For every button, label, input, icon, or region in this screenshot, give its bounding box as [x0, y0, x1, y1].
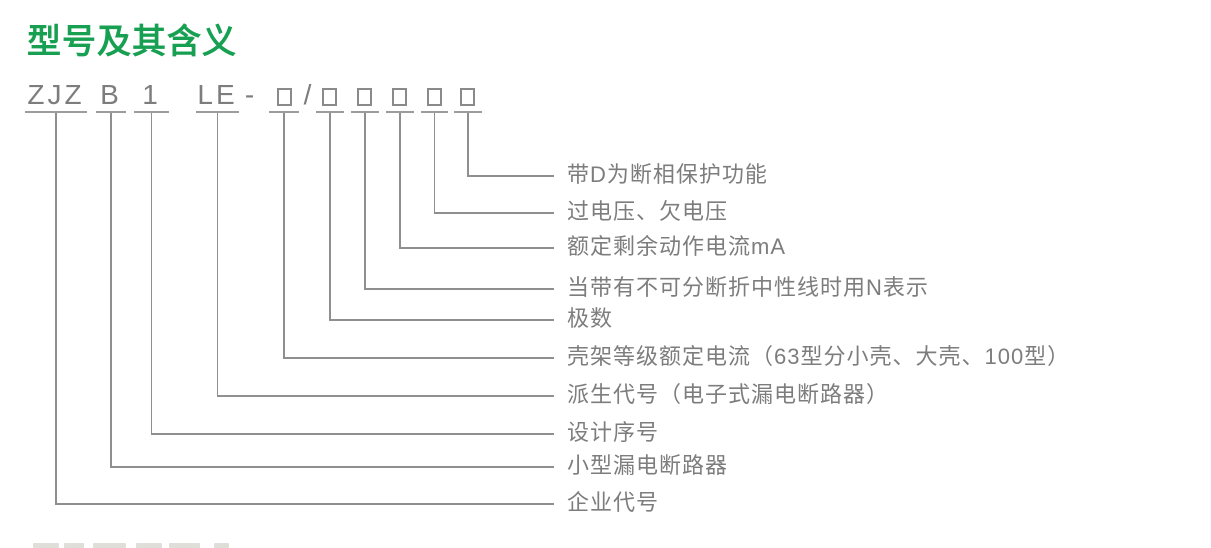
code-placeholder-box-3 [357, 88, 372, 106]
connector-horizontal-line [283, 357, 554, 359]
segment-underline [386, 111, 414, 113]
meaning-label-poles: 极数 [567, 306, 614, 331]
code-segment-le: LE [197, 79, 238, 110]
cropped-text-fragment [33, 543, 59, 548]
connector-vertical-line [364, 113, 366, 290]
connector-horizontal-line [216, 395, 554, 397]
code-placeholder-box-4 [392, 88, 407, 106]
cropped-text-fragment [169, 543, 200, 548]
meaning-label-derived-code: 派生代号（电子式漏电断路器） [567, 382, 890, 407]
cropped-text-fragment [136, 543, 162, 548]
meaning-label-phase-failure: 带D为断相保护功能 [567, 162, 768, 187]
segment-underline [134, 111, 169, 113]
code-placeholder-box-1 [277, 88, 292, 106]
meaning-label-breaker-type: 小型漏电断路器 [567, 453, 729, 478]
segment-underline [96, 111, 126, 113]
connector-horizontal-line [150, 433, 554, 435]
code-placeholder-box-5 [427, 88, 442, 106]
meaning-label-residual-current: 额定剩余动作电流mA [567, 234, 787, 259]
code-segment-1: 1 [142, 79, 161, 110]
connector-vertical-line [329, 113, 331, 321]
segment-underline [421, 111, 448, 113]
code-segment-zjz: ZJZ [27, 79, 85, 110]
connector-vertical-line [55, 113, 57, 505]
connector-vertical-line [399, 113, 401, 249]
connector-horizontal-line [329, 319, 554, 321]
connector-vertical-line [150, 113, 153, 435]
connector-vertical-line [110, 113, 112, 468]
segment-underline [25, 111, 87, 113]
code-separator-slash-icon: / [303, 79, 315, 110]
cropped-text-fragment [214, 543, 229, 548]
meaning-label-design-serial: 设计序号 [567, 420, 660, 445]
connector-horizontal-line [399, 247, 554, 249]
code-segment-b: B [100, 79, 122, 110]
connector-horizontal-line [55, 503, 554, 505]
connector-vertical-line [433, 113, 436, 214]
meaning-label-over-under-voltage: 过电压、欠电压 [567, 199, 729, 224]
code-separator-dash-icon: - [244, 79, 258, 110]
connector-horizontal-line [433, 212, 554, 214]
segment-underline [454, 111, 482, 113]
segment-underline [196, 111, 239, 113]
segment-underline [269, 111, 299, 113]
segment-underline [316, 111, 344, 113]
cropped-text-fragment [93, 543, 126, 548]
code-placeholder-box-6 [460, 88, 475, 106]
code-placeholder-box-2 [322, 88, 337, 106]
connector-horizontal-line [364, 288, 554, 290]
cropped-text-fragment [64, 543, 84, 548]
connector-horizontal-line [110, 466, 554, 468]
connector-vertical-line [467, 113, 469, 177]
connector-vertical-line [216, 113, 219, 397]
connector-vertical-line [283, 113, 285, 359]
segment-underline [351, 111, 379, 113]
meaning-label-enterprise-code: 企业代号 [567, 490, 660, 515]
meaning-label-neutral-line: 当带有不可分断折中性线时用N表示 [567, 275, 929, 300]
page-title: 型号及其含义 [27, 23, 237, 61]
meaning-label-frame-current: 壳架等级额定电流（63型分小壳、大壳、100型） [567, 344, 1071, 369]
connector-horizontal-line [467, 175, 554, 177]
